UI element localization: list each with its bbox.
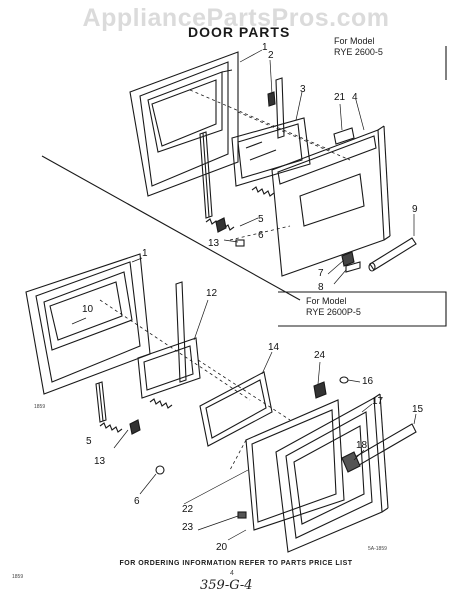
leader-lines	[71, 49, 417, 541]
callout-1-bottom: 1	[142, 248, 148, 259]
exploded-lines-lower	[99, 299, 291, 471]
callout-8: 8	[318, 282, 324, 293]
side-code: 1859	[34, 404, 46, 410]
outer-door-panel-upper	[271, 125, 391, 277]
window-glass-upper	[231, 117, 311, 187]
callout-24: 24	[314, 350, 326, 361]
callout-5-top: 5	[258, 214, 264, 225]
callout-4: 4	[352, 92, 358, 103]
callout-16: 16	[362, 376, 374, 387]
callout-12: 12	[206, 288, 218, 299]
corner-code-right: 5A-1859	[368, 546, 387, 552]
hinge-upper	[199, 77, 285, 219]
inner-door-liner-upper	[129, 51, 239, 197]
clip-part-23	[237, 511, 247, 519]
callout-6-bottom: 6	[134, 496, 140, 507]
callout-1-top: 1	[262, 42, 268, 53]
handle-part-9	[368, 237, 417, 272]
page-title: DOOR PARTS	[188, 24, 291, 40]
model-lower-line2: RYE 2600P-5	[306, 307, 361, 317]
divider-line	[41, 155, 301, 301]
gasket-part-14	[199, 371, 273, 447]
handle-part-15	[341, 423, 417, 473]
model-upper-line2: RYE 2600-5	[334, 47, 383, 57]
callout-18: 18	[356, 440, 368, 451]
model-lower-line1: For Model	[306, 296, 347, 306]
model-label-upper: For Model RYE 2600-5	[334, 36, 383, 58]
callout-13-top: 13	[208, 238, 220, 249]
model-box-lower	[278, 291, 447, 327]
callout-2: 2	[268, 50, 274, 61]
ordering-info-footer: FOR ORDERING INFORMATION REFER TO PARTS …	[119, 560, 353, 567]
screw-part-5-upper	[215, 217, 227, 233]
callout-3: 3	[300, 84, 306, 95]
model-upper-line1: For Model	[334, 36, 375, 46]
hinge-lower	[95, 281, 187, 423]
callout-5-bottom: 5	[86, 436, 92, 447]
handwritten-code: 359-G-4	[200, 578, 253, 593]
inner-door-liner-lower	[25, 253, 151, 395]
model-label-lower: For Model RYE 2600P-5	[306, 296, 361, 318]
page-number: 4	[230, 570, 234, 577]
window-glass-part-12	[137, 337, 201, 399]
callout-23: 23	[182, 522, 194, 533]
corner-code-left: 1859	[12, 574, 24, 580]
callout-7: 7	[318, 268, 324, 279]
screw-part-13-lower	[129, 419, 141, 435]
bracket-part-7	[341, 251, 355, 267]
callout-9: 9	[412, 204, 418, 215]
screw-part-6-lower	[155, 465, 165, 475]
callout-13-bottom: 13	[94, 456, 106, 467]
callout-21: 21	[334, 92, 346, 103]
callout-14: 14	[268, 342, 280, 353]
callout-22: 22	[182, 504, 194, 515]
callout-10: 10	[82, 304, 94, 315]
exploded-lines-upper	[189, 89, 351, 241]
callout-15: 15	[412, 404, 424, 415]
glass-panel-part-22	[245, 399, 345, 531]
clip-part-16	[339, 376, 349, 384]
callout-6-top: 6	[258, 230, 264, 241]
bracket-part-24	[313, 381, 327, 399]
callout-20: 20	[216, 542, 228, 553]
screw-part-6-upper	[235, 239, 245, 247]
callout-17: 17	[372, 396, 384, 407]
callout-numbers: 1 2 3 21 4 5 13 6 9 7 8 1 10 12 14 24 16…	[82, 42, 424, 553]
clip-part-21	[333, 127, 355, 145]
spring-lower	[99, 398, 173, 433]
